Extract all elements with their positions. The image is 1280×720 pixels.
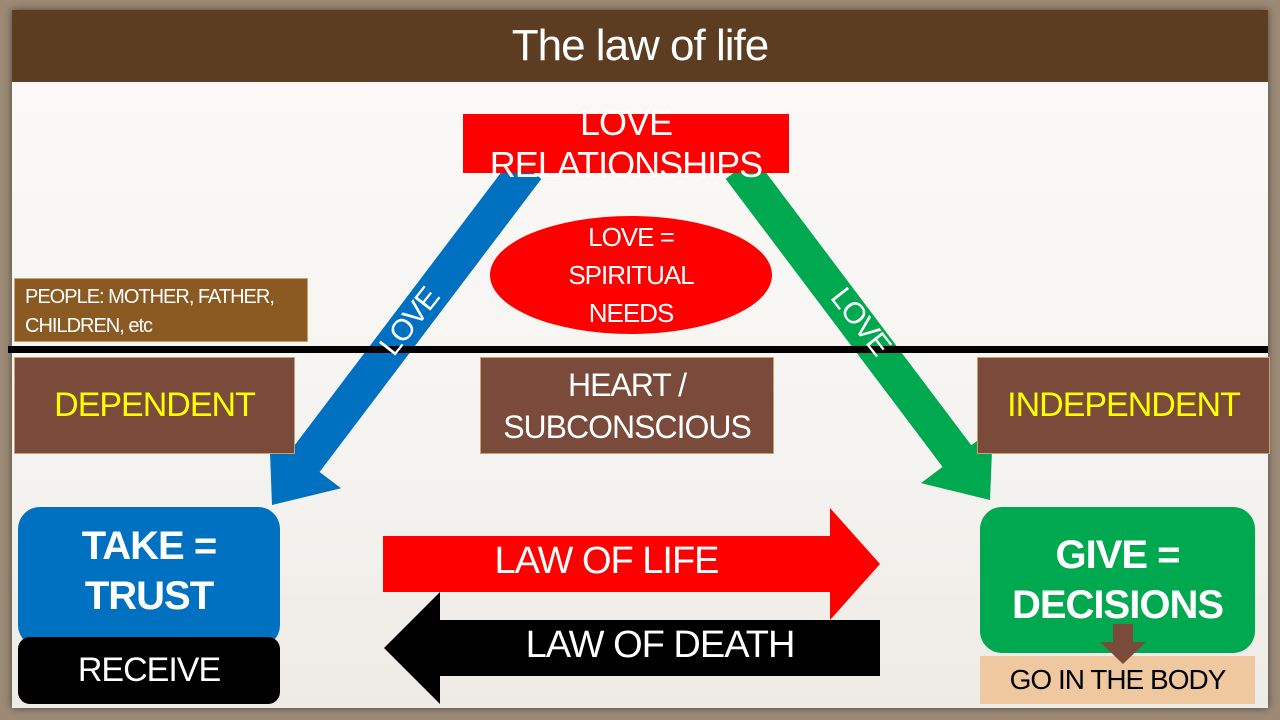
slide-title: The law of life	[12, 10, 1268, 82]
take-trust-box: TAKE = TRUST	[18, 507, 280, 647]
give-line: DECISIONS	[1011, 583, 1224, 627]
people-box: PEOPLE: MOTHER, FATHER, CHILDREN, etc	[14, 278, 308, 342]
love-relationships-box: LOVE RELATIONSHIPS	[463, 102, 789, 185]
law-of-life-arrow	[383, 508, 880, 620]
dependent-box: DEPENDENT	[14, 357, 295, 454]
go-in-body-box: GO IN THE BODY	[980, 656, 1255, 704]
give-decisions-box: GIVE = DECISIONS	[980, 507, 1255, 653]
ellipse-line: NEEDS	[588, 298, 675, 328]
heart-line: SUBCONSCIOUS	[503, 408, 752, 445]
ellipse-line: LOVE =	[588, 222, 675, 252]
law-of-death-arrow	[384, 592, 880, 704]
heart-line: HEART /	[567, 366, 687, 403]
love-arrow-left	[269, 157, 542, 505]
divider-line	[8, 346, 1268, 353]
people-line: PEOPLE: MOTHER, FATHER,	[25, 286, 275, 308]
people-line: CHILDREN, etc	[25, 315, 153, 337]
independent-box: INDEPENDENT	[977, 357, 1270, 454]
law-of-death-label: LAW OF DEATH	[525, 624, 796, 666]
give-line: GIVE =	[1055, 533, 1180, 577]
love-spiritual-needs-ellipse: LOVE = SPIRITUAL NEEDS	[490, 216, 772, 334]
take-line: TRUST	[84, 574, 214, 618]
love-arrow-right	[725, 157, 993, 500]
take-line: TAKE =	[81, 524, 217, 568]
law-of-life-label: LAW OF LIFE	[494, 540, 719, 582]
receive-box: RECEIVE	[18, 637, 280, 704]
heart-subconscious-box: HEART / SUBCONSCIOUS	[480, 357, 774, 454]
ellipse-line: SPIRITUAL	[568, 260, 694, 290]
